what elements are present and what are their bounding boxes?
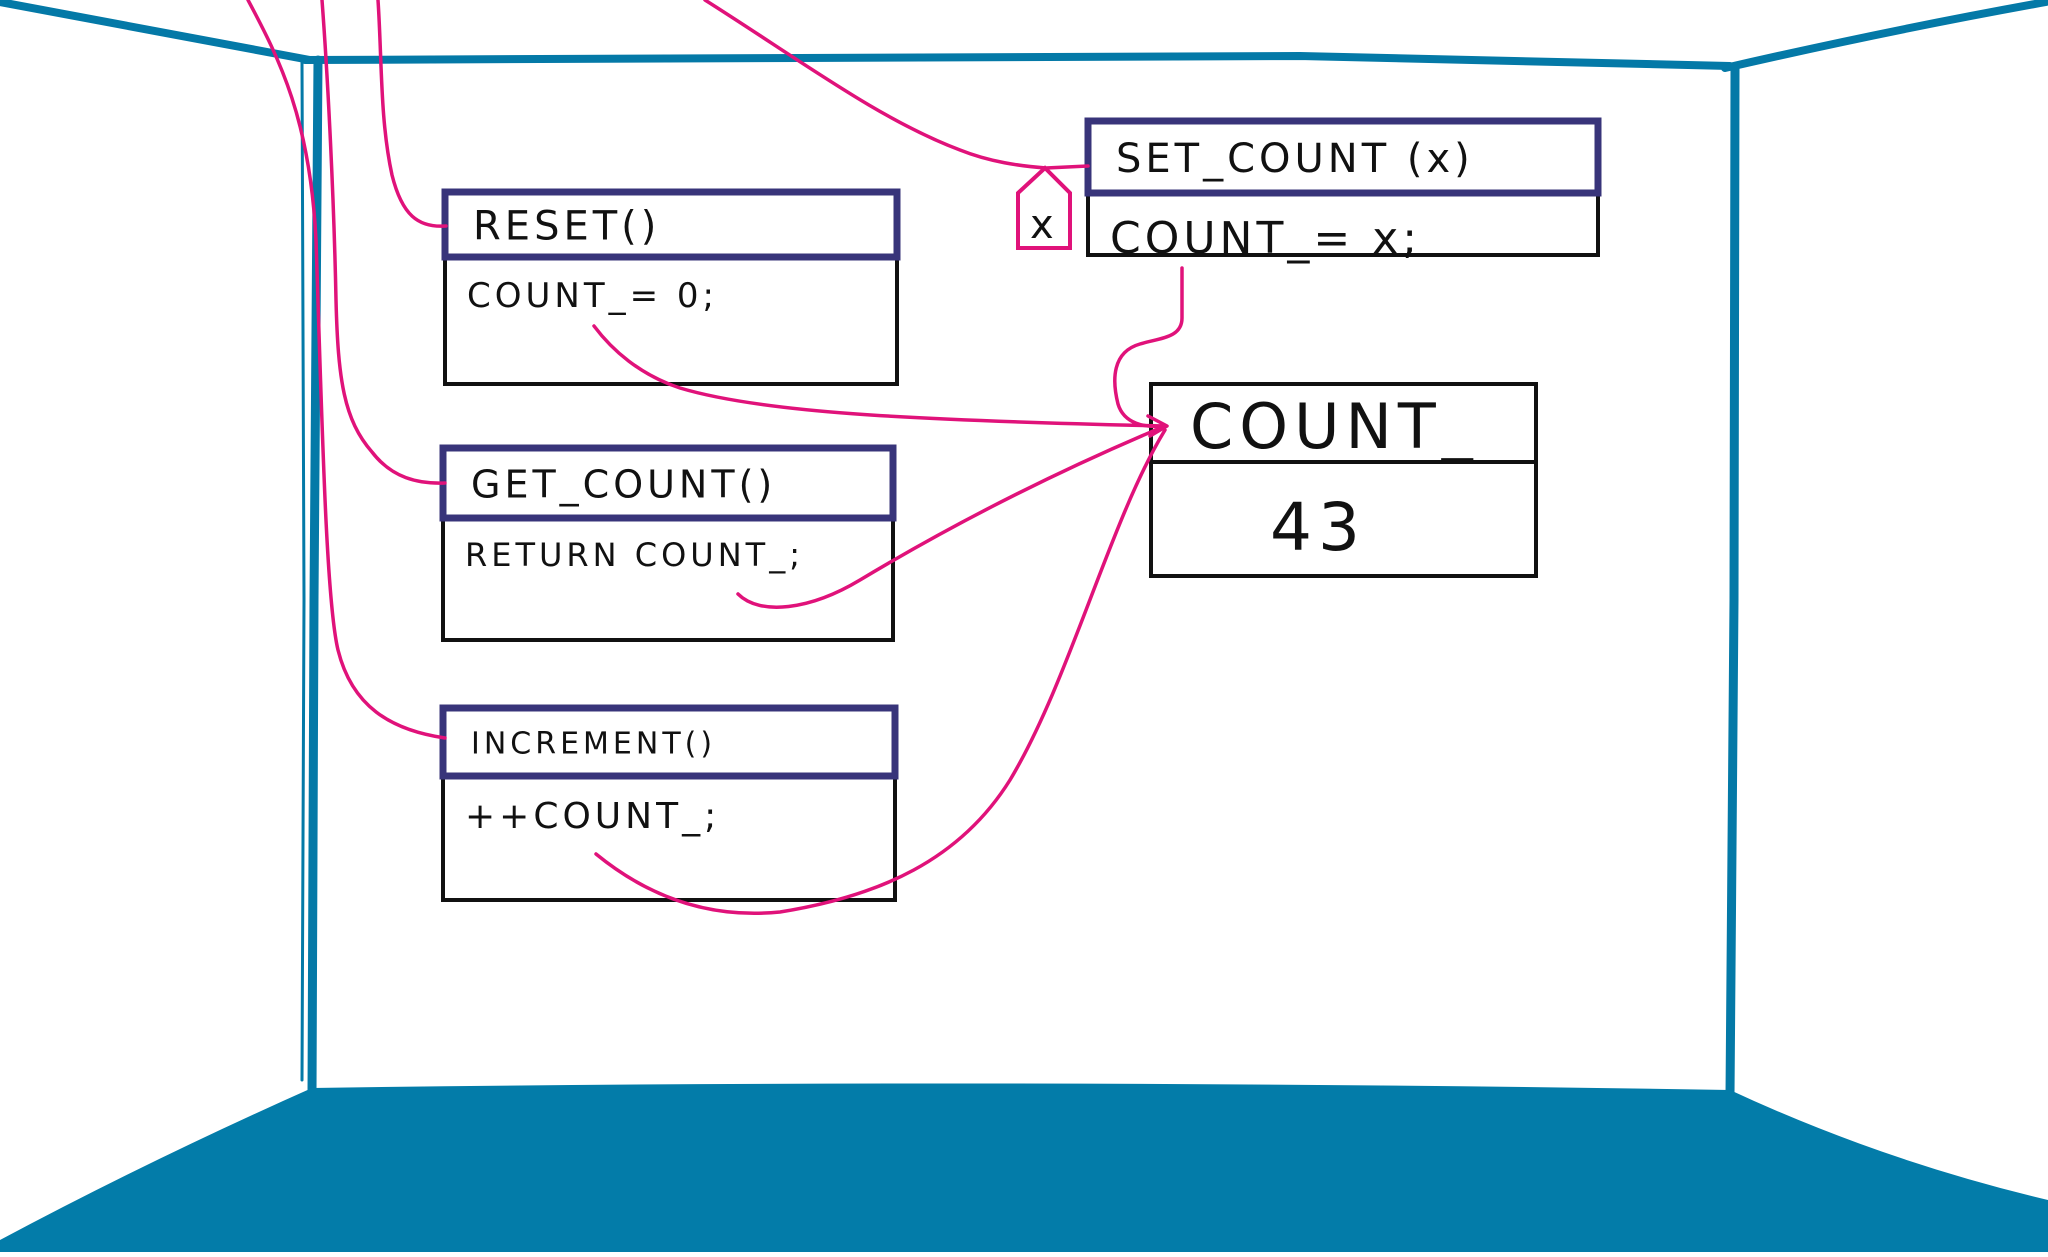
wire-get-count-to-count (736, 424, 1167, 609)
method-box-get-count: GET_COUNT() RETURN COUNT_; (439, 444, 897, 642)
method-header (1084, 117, 1602, 197)
wire-reset-to-count (592, 324, 1167, 428)
ceiling-left-edge (0, 0, 314, 64)
wire-set-count-to-count (1113, 266, 1184, 429)
wire-arrow-head (1146, 414, 1169, 438)
wire-reset-entry (376, 0, 448, 228)
parameter-tag: x (1016, 165, 1072, 250)
method-body: COUNT_= 0; (467, 276, 718, 316)
variable-value: 43 (1270, 489, 1366, 566)
method-header (441, 188, 901, 261)
board-right-edge (1725, 63, 1740, 1100)
variable-box-outline (1149, 382, 1538, 578)
ceiling-right-edge (1721, 0, 2048, 72)
method-body: ++COUNT_; (465, 796, 720, 837)
method-body: COUNT_= x; (1110, 213, 1421, 264)
wire-get-count-entry (320, 0, 447, 485)
method-name: SET_COUNT (x) (1116, 136, 1474, 182)
parameter-tag-label: x (1030, 202, 1054, 248)
board-left-edge-inner (300, 60, 306, 1082)
parameter-tag-shape (1016, 165, 1072, 250)
method-box-increment: INCREMENT() ++COUNT_; (439, 704, 899, 902)
floor (0, 1083, 2048, 1252)
method-header (439, 704, 899, 780)
wire-increment-to-count (594, 428, 1167, 915)
method-body: RETURN COUNT_; (465, 536, 804, 574)
method-box-set-count: SET_COUNT (x) COUNT_= x; (1084, 117, 1602, 264)
method-name: RESET() (473, 204, 660, 250)
methods-layer: RESET() COUNT_= 0; GET_COUNT() RETURN COUNT… (439, 117, 1602, 902)
method-box-reset: RESET() COUNT_= 0; (441, 188, 901, 386)
wires (246, 0, 1184, 915)
method-name: GET_COUNT() (471, 462, 776, 506)
wire-increment-entry (246, 0, 447, 740)
method-header (439, 444, 897, 522)
variable-box: COUNT_ 43 (1149, 382, 1538, 578)
wire-set-count-entry (703, 0, 1090, 170)
method-name: INCREMENT() (471, 726, 716, 761)
board-top-edge (301, 52, 1734, 70)
variable-name: COUNT_ (1190, 390, 1479, 463)
